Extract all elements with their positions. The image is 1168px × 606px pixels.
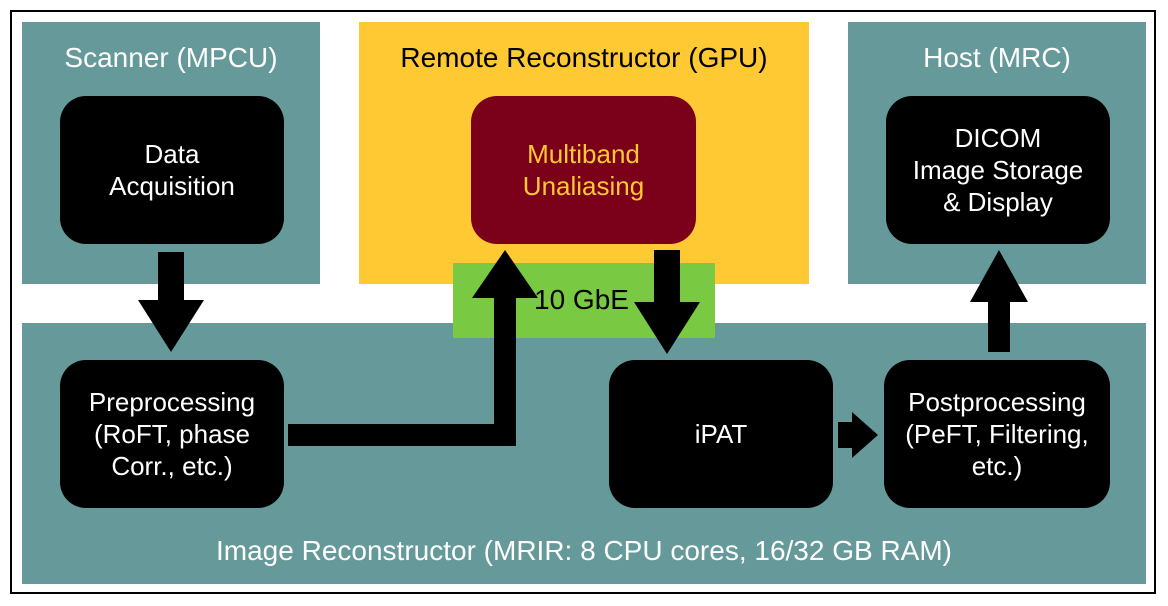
image-reconstructor-label: Image Reconstructor (MRIR: 8 CPU cores, … <box>216 535 952 566</box>
remote-reconstructor-label: Remote Reconstructor (GPU) <box>400 42 768 73</box>
data-acquisition-text: Data Acquisition <box>109 139 235 201</box>
dicom-storage-text: DICOM Image Storage & Display <box>912 123 1084 217</box>
ipat-box: iPAT <box>609 360 833 508</box>
postprocessing-text: Postprocessing (PeFT, Filtering, etc.) <box>905 387 1089 481</box>
dicom-storage-box: DICOM Image Storage & Display <box>886 96 1110 244</box>
preprocessing-box: Preprocessing (RoFT, phase Corr., etc.) <box>60 360 284 508</box>
postprocessing-box: Postprocessing (PeFT, Filtering, etc.) <box>884 360 1110 508</box>
preprocessing-text: Preprocessing (RoFT, phase Corr., etc.) <box>88 387 256 481</box>
data-acquisition-box: Data Acquisition <box>60 96 284 244</box>
host-label: Host (MRC) <box>923 42 1071 73</box>
network-link-label: 10 GbE <box>534 284 629 315</box>
scanner-label: Scanner (MPCU) <box>64 42 278 73</box>
multiband-unaliasing-text: Multiband Unaliasing <box>522 139 645 201</box>
ipat-text: iPAT <box>694 419 748 449</box>
multiband-unaliasing-box: Multiband Unaliasing <box>471 96 696 244</box>
